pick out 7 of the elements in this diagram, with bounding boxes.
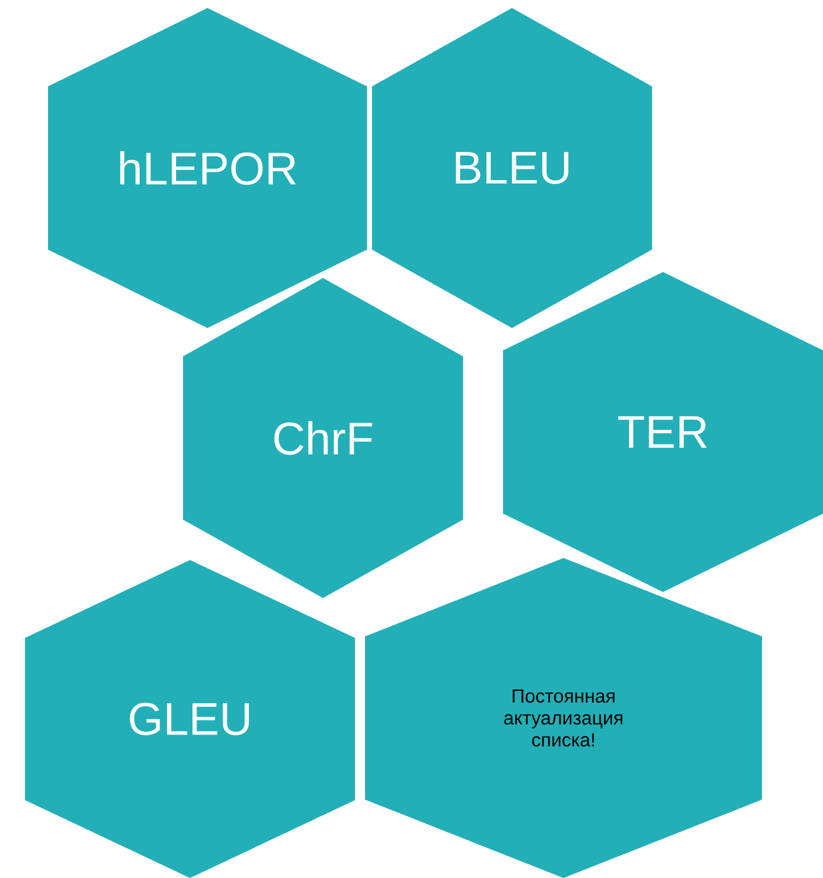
hexagon: ChrF bbox=[183, 278, 463, 598]
hexagon: Постоянная актуализация списка! bbox=[365, 558, 762, 878]
hexagon: hLEPOR bbox=[48, 8, 367, 328]
hexagon: BLEU bbox=[372, 8, 652, 328]
node-label: ChrF bbox=[274, 421, 372, 455]
hexagon: TER bbox=[503, 272, 823, 592]
hexagon: GLEU bbox=[25, 560, 355, 878]
